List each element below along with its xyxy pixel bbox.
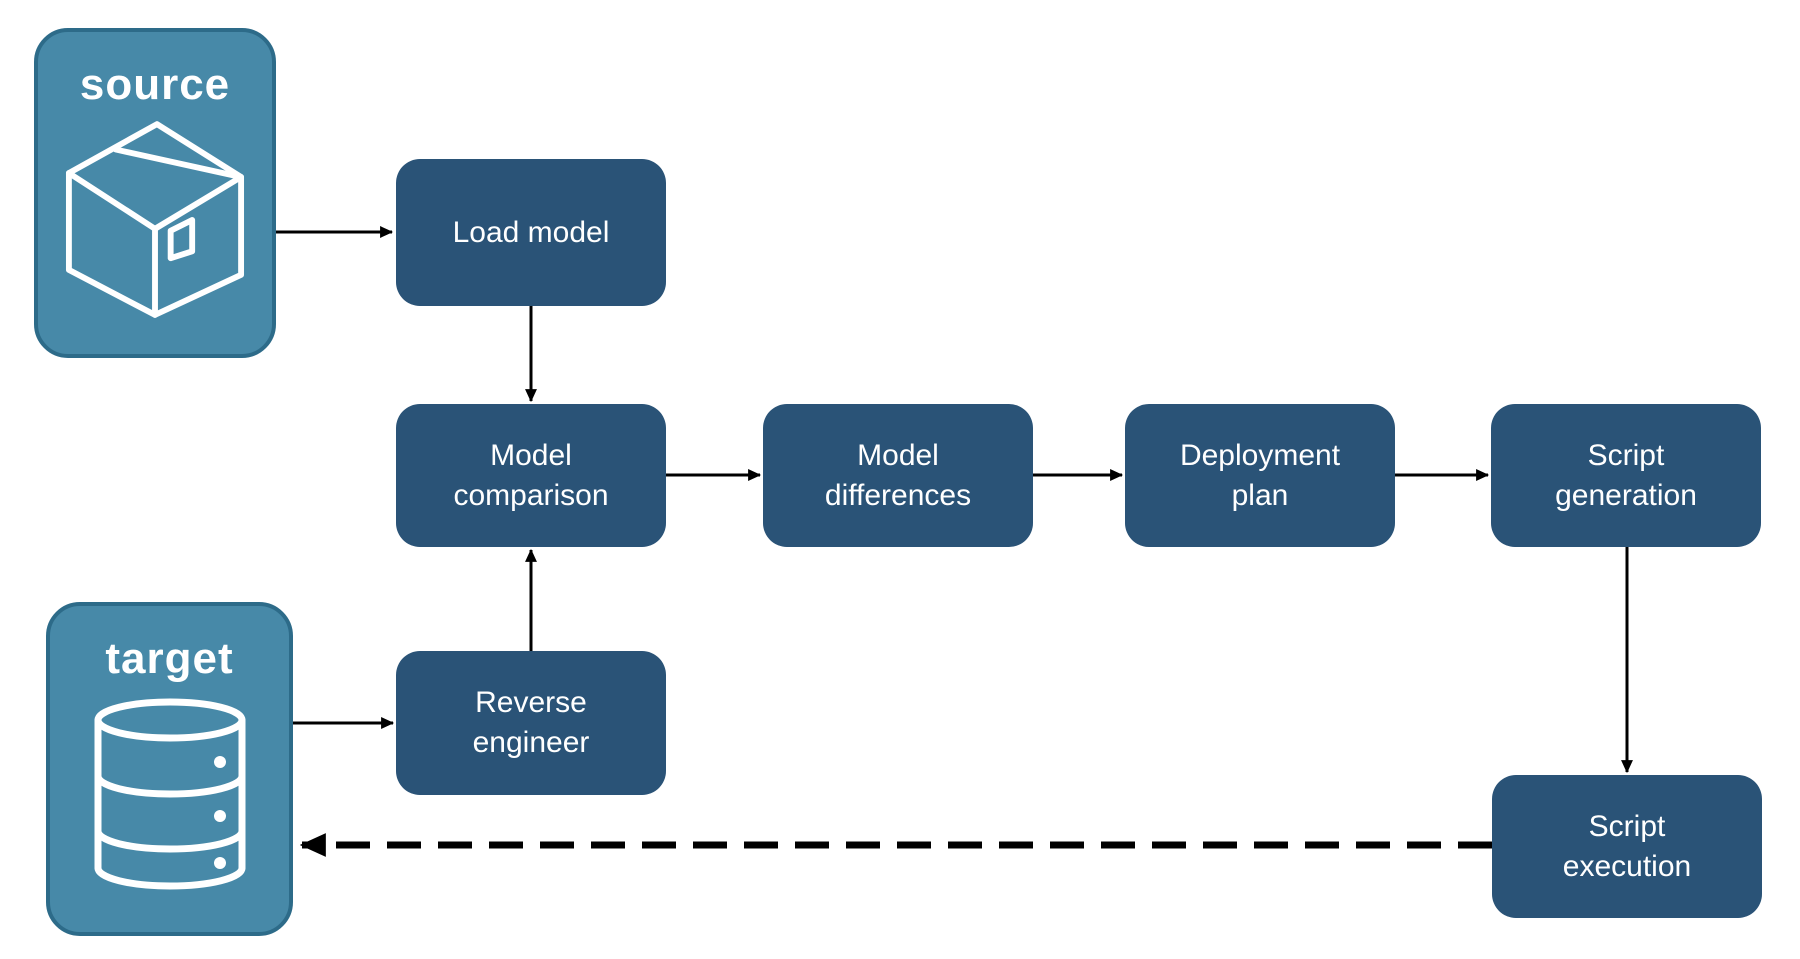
node-model-differences-label: Model differences xyxy=(824,438,972,512)
node-model-differences: Model differences xyxy=(763,404,1033,547)
entity-target-label: target xyxy=(105,634,234,683)
entity-source: source xyxy=(34,28,276,358)
package-icon xyxy=(65,121,245,318)
node-deployment-plan: Deployment plan xyxy=(1125,404,1395,547)
entity-source-label: source xyxy=(79,60,231,109)
node-script-execution: Script execution xyxy=(1492,775,1762,918)
node-load-model: Load model xyxy=(396,159,666,306)
database-icon xyxy=(94,698,245,890)
node-reverse-engineer: Reverse engineer xyxy=(396,651,666,795)
node-load-model-label: Load model xyxy=(452,215,610,249)
node-script-execution-label: Script execution xyxy=(1562,809,1692,883)
node-reverse-engineer-label: Reverse engineer xyxy=(472,686,590,759)
node-model-comparison: Model comparison xyxy=(396,404,666,547)
node-model-comparison-label: Model comparison xyxy=(453,438,609,512)
entity-target: target xyxy=(46,602,293,936)
node-script-generation: Script generation xyxy=(1491,404,1761,547)
node-script-generation-label: Script generation xyxy=(1555,438,1697,512)
node-deployment-plan-label: Deployment plan xyxy=(1179,438,1341,512)
